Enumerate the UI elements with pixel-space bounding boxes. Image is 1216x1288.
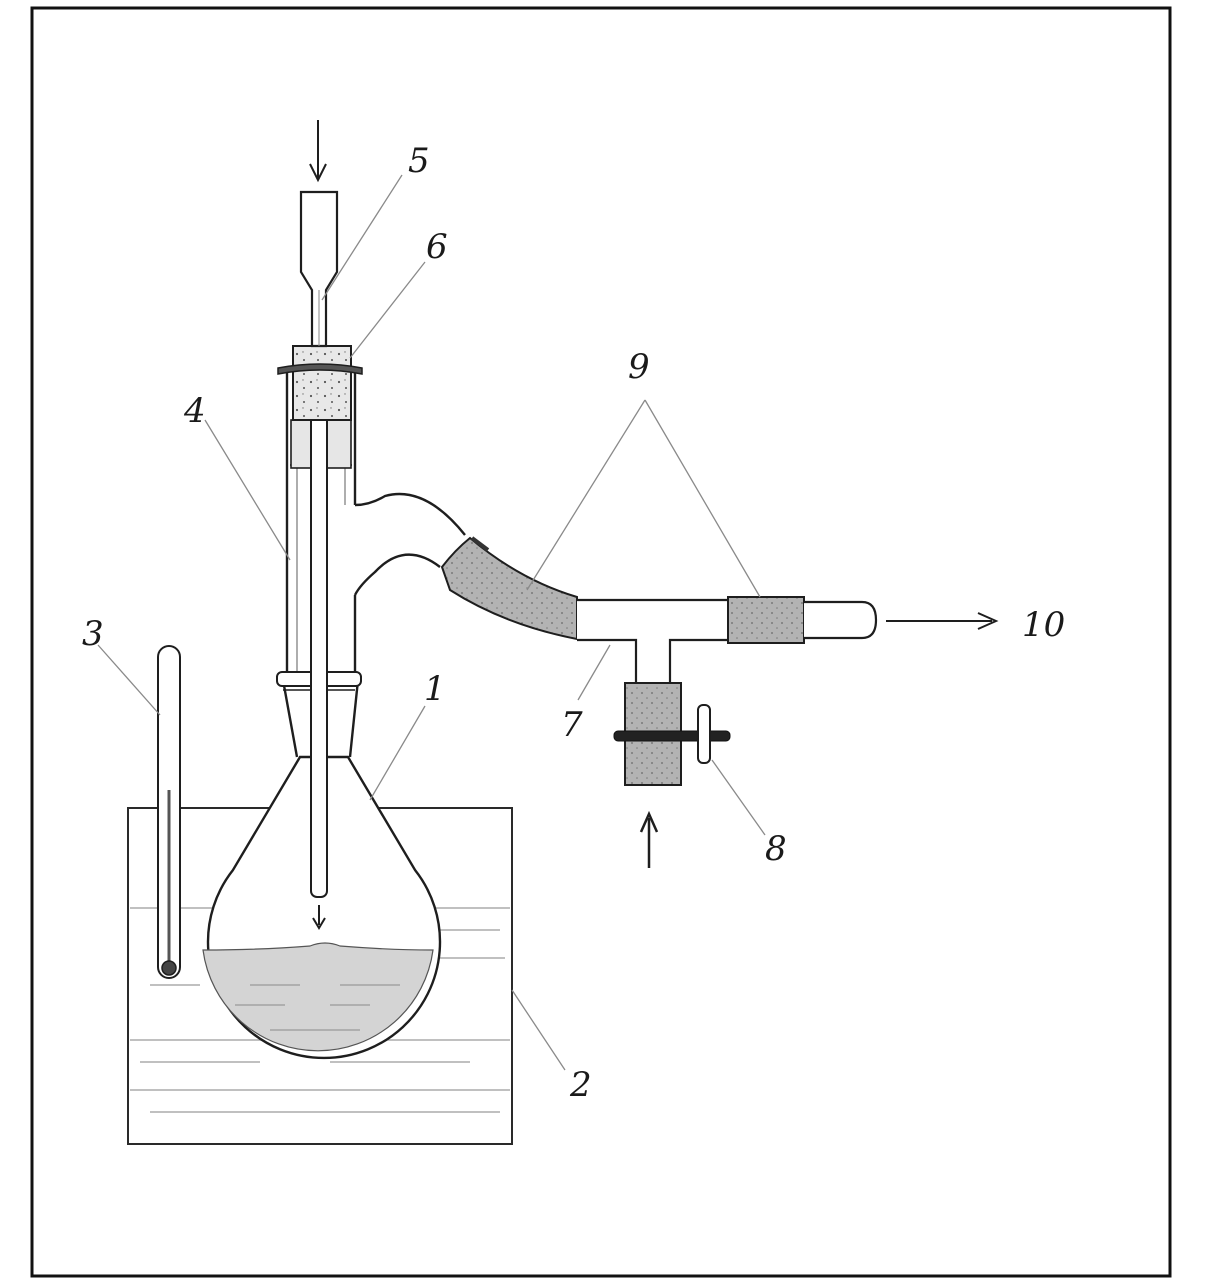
label-bath: 2 bbox=[569, 1065, 592, 1105]
round-bottom-flask bbox=[202, 755, 442, 1060]
label-outlet: 10 bbox=[1022, 605, 1065, 645]
label-tee: 7 bbox=[561, 705, 583, 745]
leader-lines bbox=[97, 174, 766, 1071]
label-flask: 1 bbox=[424, 669, 446, 709]
outer-frame bbox=[30, 6, 1172, 1278]
inner-feed-tube bbox=[310, 371, 328, 930]
label-stopper: 6 bbox=[426, 227, 448, 267]
label-inlet-tube: 5 bbox=[408, 141, 430, 181]
label-clamp: 8 bbox=[765, 829, 787, 869]
label-thermometer: 3 bbox=[82, 614, 104, 654]
label-rubber-joints: 9 bbox=[628, 347, 650, 387]
outlet-arrow bbox=[886, 612, 999, 630]
outlet-tube bbox=[804, 600, 878, 640]
side-arm bbox=[353, 492, 466, 596]
label-column: 4 bbox=[183, 391, 206, 431]
tee-connector bbox=[577, 598, 732, 687]
inlet-arrow bbox=[309, 120, 327, 183]
clamped-rubber-tube bbox=[613, 682, 731, 786]
rubber-joint-straight bbox=[727, 596, 805, 644]
inlet-arrow-bottom bbox=[639, 810, 659, 868]
rubber-joint-bent bbox=[440, 536, 578, 641]
thermometer bbox=[157, 645, 181, 979]
inlet-funnel bbox=[299, 190, 339, 348]
cork-stopper bbox=[277, 345, 363, 421]
diagram-labels: 1 2 3 4 5 6 7 8 9 10 bbox=[82, 141, 1065, 1105]
